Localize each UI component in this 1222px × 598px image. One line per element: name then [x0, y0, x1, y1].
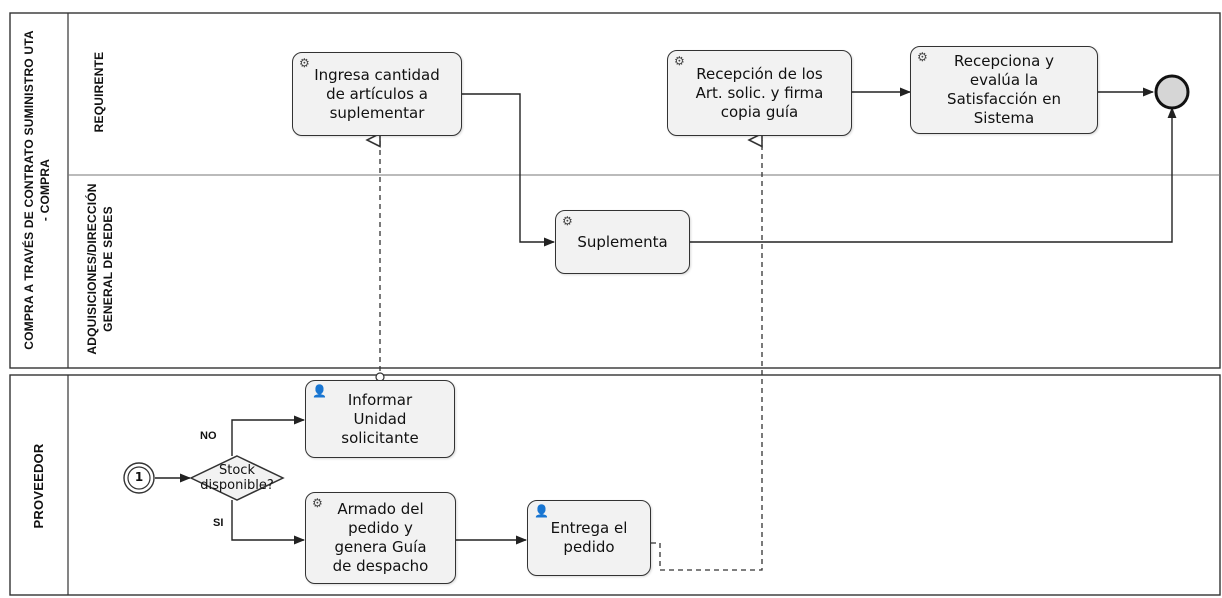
user-icon: 👤	[312, 384, 327, 398]
task-informar-label: Informar Unidad solicitante	[331, 391, 428, 448]
task-text-line: pedido y	[348, 519, 413, 537]
task-recepciona-label: Recepciona y evalúa la Satisfacción en S…	[937, 52, 1071, 128]
upper-pool-frame	[9, 12, 1221, 369]
task-text-line: Ingresa cantidad	[314, 65, 440, 84]
lane-title-requirente: REQUIRENTE	[92, 51, 106, 133]
pool-title-line1: COMPRA A TRAVÉS DE CONTRATO SUMINISTRO U…	[22, 30, 36, 350]
task-text-line: suplementar	[329, 103, 425, 122]
pool-title-line2: - COMPRA	[38, 158, 52, 222]
flow-label-si: SI	[213, 517, 224, 529]
lane-title-adquisiciones-line1: ADQUISICIONES/DIRECCIÓN	[85, 183, 99, 355]
flow-ingresa-to-suplementa	[462, 93, 556, 247]
task-text-line: Art. solic. y firma	[695, 83, 824, 102]
task-text-line: de artículos a	[326, 84, 428, 103]
gateway-label-line2: disponible?	[200, 478, 274, 493]
task-text-line: Suplementa	[577, 232, 668, 251]
task-text-line: Entrega el	[550, 519, 628, 537]
gear-icon: ⚙	[299, 56, 310, 70]
task-text-line: Armado del	[337, 500, 424, 518]
flow-label-no: NO	[200, 430, 217, 442]
flow-suplementa-to-end	[690, 106, 1177, 243]
gateway-label-line1: Stock	[219, 463, 255, 478]
task-suplementa[interactable]: ⚙ Suplementa	[555, 210, 690, 274]
task-informar-unidad[interactable]: 👤 Informar Unidad solicitante	[305, 380, 455, 458]
task-entrega-pedido[interactable]: 👤 Entrega el pedido	[527, 500, 651, 576]
gear-icon: ⚙	[917, 50, 928, 64]
end-event	[1154, 74, 1190, 110]
flow-gateway-no	[231, 415, 306, 456]
start-event-inner	[127, 466, 151, 490]
task-text-line: Informar	[347, 390, 413, 409]
task-recepciona-evalua[interactable]: ⚙ Recepciona y evalúa la Satisfacción en…	[910, 46, 1098, 134]
task-suplementa-label: Suplementa	[567, 233, 677, 252]
task-text-line: Unidad	[353, 409, 407, 428]
task-ingresa-label: Ingresa cantidad de artículos a suplemen…	[304, 66, 450, 123]
task-recepcion-label: Recepción de los Art. solic. y firma cop…	[686, 65, 834, 122]
task-text-line: Sistema	[973, 109, 1035, 127]
lane-title-adquisiciones: ADQUISICIONES/DIRECCIÓN GENERAL DE SEDES	[84, 179, 118, 359]
task-recepcion-articulos[interactable]: ⚙ Recepción de los Art. solic. y firma c…	[667, 50, 852, 136]
message-flow-entrega	[651, 140, 762, 571]
task-text-line: solicitante	[341, 428, 419, 447]
gateway-label: Stock disponible?	[187, 463, 287, 493]
gear-icon: ⚙	[674, 54, 685, 68]
lane-title-adquisiciones-line2: GENERAL DE SEDES	[101, 206, 115, 332]
task-text-line: Recepción de los	[696, 64, 823, 83]
task-text-line: genera Guía	[334, 538, 427, 556]
pool-title: COMPRA A TRAVÉS DE CONTRATO SUMINISTRO U…	[21, 10, 57, 370]
task-text-line: evalúa la	[969, 71, 1039, 89]
flow-gateway-si	[231, 500, 306, 545]
task-text-line: copia guía	[720, 102, 799, 121]
lane-title-proveedor: PROVEEDOR	[31, 443, 46, 529]
task-text-line: Satisfacción en	[947, 90, 1061, 108]
task-entrega-label: Entrega el pedido	[541, 519, 638, 557]
start-event-number: 1	[134, 470, 144, 484]
task-armado-label: Armado del pedido y genera Guía de despa…	[323, 500, 439, 576]
task-text-line: pedido	[563, 538, 615, 556]
gateway-diamond	[189, 455, 285, 501]
task-text-line: de despacho	[332, 557, 429, 575]
lower-pool-frame	[9, 374, 1221, 596]
gear-icon: ⚙	[562, 214, 573, 228]
task-text-line: Recepciona y	[954, 52, 1054, 70]
user-icon: 👤	[534, 504, 549, 518]
task-ingresa-cantidad[interactable]: ⚙ Ingresa cantidad de artículos a suplem…	[292, 52, 462, 136]
gear-icon: ⚙	[312, 496, 323, 510]
task-armado-pedido[interactable]: ⚙ Armado del pedido y genera Guía de des…	[305, 492, 456, 584]
